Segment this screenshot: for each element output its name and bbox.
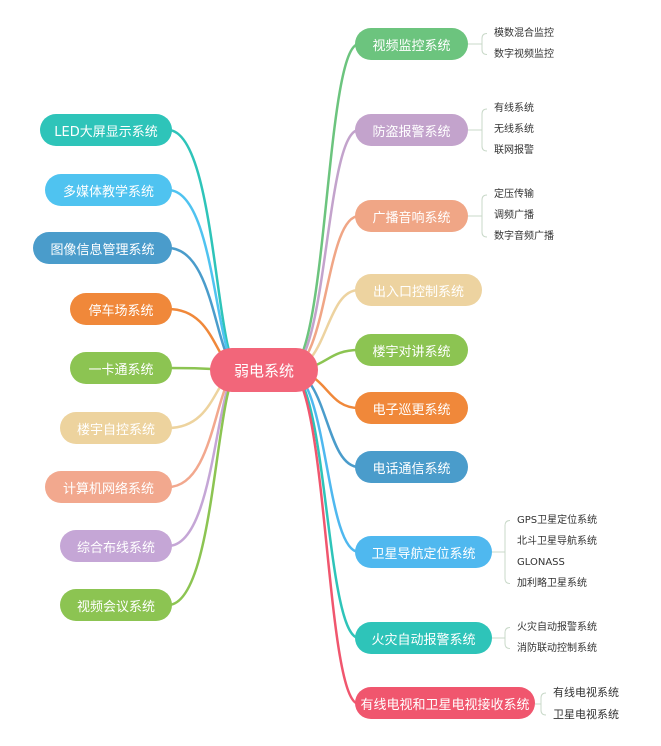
link-right-0 (287, 42, 360, 372)
subitem-8-0[interactable]: 火灾自动报警系统 (517, 621, 597, 633)
bracket-2 (481, 194, 488, 238)
node-right-9[interactable]: 有线电视和卫星电视接收系统 (355, 687, 535, 719)
subitem-9-1[interactable]: 卫星电视系统 (553, 708, 619, 721)
center-node[interactable]: 弱电系统 (210, 348, 318, 392)
bracket-8 (504, 627, 511, 649)
subitem-7-2[interactable]: GLONASS (517, 556, 565, 568)
node-right-5[interactable]: 电子巡更系统 (355, 392, 468, 424)
subitem-7-3[interactable]: 加利略卫星系统 (517, 577, 587, 589)
node-left-3[interactable]: 停车场系统 (70, 293, 172, 325)
subitem-1-1[interactable]: 无线系统 (494, 124, 534, 135)
node-right-1[interactable]: 防盗报警系统 (355, 114, 468, 146)
subitem-2-1[interactable]: 调频广播 (494, 210, 534, 221)
link-left-7 (167, 368, 241, 548)
node-right-7[interactable]: 卫星导航定位系统 (355, 536, 492, 568)
node-left-2[interactable]: 图像信息管理系统 (33, 232, 172, 264)
node-right-6[interactable]: 电话通信系统 (355, 451, 468, 483)
node-right-4[interactable]: 楼宇对讲系统 (355, 334, 468, 366)
subitem-9-0[interactable]: 有线电视系统 (553, 686, 619, 699)
link-right-9 (287, 368, 360, 706)
bracket-0 (481, 33, 488, 55)
node-right-3[interactable]: 出入口控制系统 (355, 274, 482, 306)
node-left-8[interactable]: 视频会议系统 (60, 589, 172, 621)
node-right-0[interactable]: 视频监控系统 (355, 28, 468, 60)
subitem-0-1[interactable]: 数字视频监控 (494, 48, 554, 60)
subitem-0-0[interactable]: 模数混合监控 (494, 27, 554, 39)
bracket-9 (540, 692, 547, 716)
node-left-6[interactable]: 计算机网络系统 (45, 471, 172, 503)
node-left-0[interactable]: LED大屏显示系统 (40, 114, 172, 146)
subitem-1-2[interactable]: 联网报警 (494, 145, 534, 156)
subitem-7-0[interactable]: GPS卫星定位系统 (517, 514, 598, 526)
node-left-5[interactable]: 楼宇自控系统 (60, 412, 172, 444)
node-right-2[interactable]: 广播音响系统 (355, 200, 468, 232)
node-left-7[interactable]: 综合布线系统 (60, 530, 172, 562)
bracket-1 (481, 108, 488, 152)
node-left-1[interactable]: 多媒体教学系统 (45, 174, 172, 206)
subitem-2-0[interactable]: 定压传输 (494, 189, 534, 200)
subitem-1-0[interactable]: 有线系统 (494, 103, 534, 114)
link-left-8 (167, 368, 241, 607)
node-right-8[interactable]: 火灾自动报警系统 (355, 622, 492, 654)
bracket-7 (504, 520, 511, 584)
subitem-8-1[interactable]: 消防联动控制系统 (517, 642, 597, 654)
subitem-2-2[interactable]: 数字音频广播 (494, 231, 554, 242)
node-left-4[interactable]: 一卡通系统 (70, 352, 172, 384)
subitem-7-1[interactable]: 北斗卫星导航系统 (517, 535, 597, 547)
